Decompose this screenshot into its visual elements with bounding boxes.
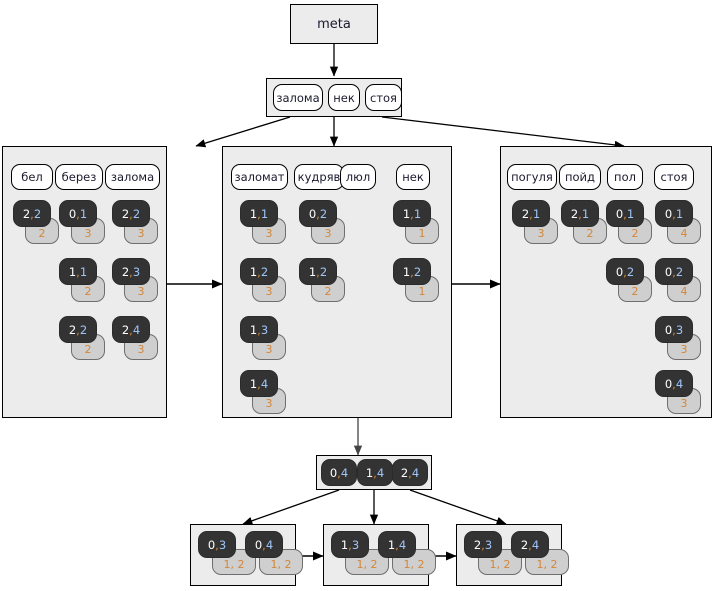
column-label-nek[interactable]: нек xyxy=(396,164,430,190)
column-label: кудряв xyxy=(297,170,341,184)
pair-core: 0,1 xyxy=(59,200,97,227)
pair-core: 1,2 xyxy=(393,258,431,285)
column-label-zaloma[interactable]: залома xyxy=(105,164,160,190)
fanout-node-label: 0,4 xyxy=(329,465,349,480)
pair-node[interactable]: 3 1,4 xyxy=(240,370,286,414)
column-label-pogulya[interactable]: погуля xyxy=(507,164,557,190)
pair-node[interactable]: 1, 2 1,3 xyxy=(331,531,389,575)
column-label: заломат xyxy=(234,170,285,184)
pair-node[interactable]: 2 2,2 xyxy=(59,316,105,360)
column-label-stoya[interactable]: стоя xyxy=(654,164,694,190)
pair-core: 0,3 xyxy=(198,531,236,558)
column-label-zalomat[interactable]: заломат xyxy=(231,164,288,190)
column-label: стоя xyxy=(660,170,688,184)
pair-node[interactable]: 3 0,2 xyxy=(299,200,345,244)
pair-core: 0,3 xyxy=(655,316,693,343)
pair-core: 0,4 xyxy=(655,370,693,397)
fanout-node-label: 2,4 xyxy=(400,465,420,480)
column-label: берез xyxy=(61,170,97,184)
pair-core: 2,2 xyxy=(59,316,97,343)
root-label: meta xyxy=(317,16,351,32)
column-label-poyd[interactable]: пойд xyxy=(559,164,601,190)
level2-chip-nek[interactable]: нек xyxy=(328,84,360,111)
pair-core: 1,3 xyxy=(331,531,369,558)
column-label-pol[interactable]: пол xyxy=(607,164,643,190)
pair-node[interactable]: 1, 2 0,3 xyxy=(198,531,256,575)
pair-core: 1,1 xyxy=(240,200,278,227)
pair-core: 2,2 xyxy=(13,200,51,227)
pair-node[interactable]: 3 2,4 xyxy=(112,316,158,360)
pair-node[interactable]: 2 2,2 xyxy=(13,200,59,244)
pair-node[interactable]: 3 1,3 xyxy=(240,316,286,360)
pair-core: 2,2 xyxy=(112,200,150,227)
level2-chip-zaloma[interactable]: залома xyxy=(273,84,323,111)
fanout-node-label: 1,4 xyxy=(365,465,385,480)
column-label: бел xyxy=(21,170,43,184)
pair-core: 1,4 xyxy=(240,370,278,397)
pair-node[interactable]: 3 2,2 xyxy=(112,200,158,244)
level2-chip-label: залома xyxy=(276,90,320,105)
column-label: нек xyxy=(402,170,424,184)
pair-core: 2,4 xyxy=(511,531,549,558)
column-label: пол xyxy=(614,170,636,184)
level2-chip-label: стоя xyxy=(370,90,397,105)
fanout-node[interactable]: 2,4 xyxy=(392,459,428,486)
pair-node[interactable]: 2 1,2 xyxy=(299,258,345,302)
pair-node[interactable]: 3 0,4 xyxy=(655,370,701,414)
pair-core: 0,1 xyxy=(655,200,693,227)
pair-core: 1,1 xyxy=(59,258,97,285)
pair-node[interactable]: 2 2,1 xyxy=(561,200,607,244)
column-label: пойд xyxy=(565,170,595,184)
pair-core: 2,4 xyxy=(112,316,150,343)
pair-core: 0,2 xyxy=(299,200,337,227)
pair-node[interactable]: 1, 2 0,4 xyxy=(245,531,303,575)
pair-node[interactable]: 2 0,1 xyxy=(606,200,652,244)
pair-core: 0,2 xyxy=(655,258,693,285)
pair-core: 0,2 xyxy=(606,258,644,285)
root-box[interactable]: meta xyxy=(290,4,378,44)
pair-core: 1,1 xyxy=(393,200,431,227)
pair-node[interactable]: 4 0,2 xyxy=(655,258,701,302)
pair-core: 1,3 xyxy=(240,316,278,343)
pair-core: 1,2 xyxy=(299,258,337,285)
column-label: залома xyxy=(110,170,155,184)
pair-node[interactable]: 3 2,3 xyxy=(112,258,158,302)
column-label-bel[interactable]: бел xyxy=(11,164,53,190)
pair-core: 2,1 xyxy=(561,200,599,227)
fanout-node[interactable]: 0,4 xyxy=(321,459,357,486)
pair-core: 2,3 xyxy=(464,531,502,558)
column-label-kudryav[interactable]: кудряв xyxy=(294,164,344,190)
pair-core: 2,3 xyxy=(112,258,150,285)
pair-node[interactable]: 3 1,1 xyxy=(240,200,286,244)
pair-node[interactable]: 1, 2 1,4 xyxy=(378,531,436,575)
column-label-lyul[interactable]: люл xyxy=(340,164,376,190)
pair-node[interactable]: 1 1,2 xyxy=(393,258,439,302)
pair-node[interactable]: 2 1,1 xyxy=(59,258,105,302)
column-label: погуля xyxy=(511,170,553,184)
pair-node[interactable]: 1, 2 2,3 xyxy=(464,531,522,575)
pair-node[interactable]: 3 0,3 xyxy=(655,316,701,360)
pair-core: 0,4 xyxy=(245,531,283,558)
pair-node[interactable]: 4 0,1 xyxy=(655,200,701,244)
pair-node[interactable]: 2 0,2 xyxy=(606,258,652,302)
pair-core: 1,4 xyxy=(378,531,416,558)
pair-core: 2,1 xyxy=(512,200,550,227)
level2-chip-label: нек xyxy=(333,90,355,105)
pair-node[interactable]: 3 2,1 xyxy=(512,200,558,244)
column-label: люл xyxy=(345,170,371,184)
column-label-berez[interactable]: берез xyxy=(55,164,103,190)
pair-core: 0,1 xyxy=(606,200,644,227)
level2-chip-stoya[interactable]: стоя xyxy=(365,84,402,111)
pair-node[interactable]: 1 1,1 xyxy=(393,200,439,244)
pair-node[interactable]: 3 0,1 xyxy=(59,200,105,244)
pair-node[interactable]: 1, 2 2,4 xyxy=(511,531,569,575)
fanout-node[interactable]: 1,4 xyxy=(357,459,393,486)
pair-core: 1,2 xyxy=(240,258,278,285)
pair-node[interactable]: 3 1,2 xyxy=(240,258,286,302)
